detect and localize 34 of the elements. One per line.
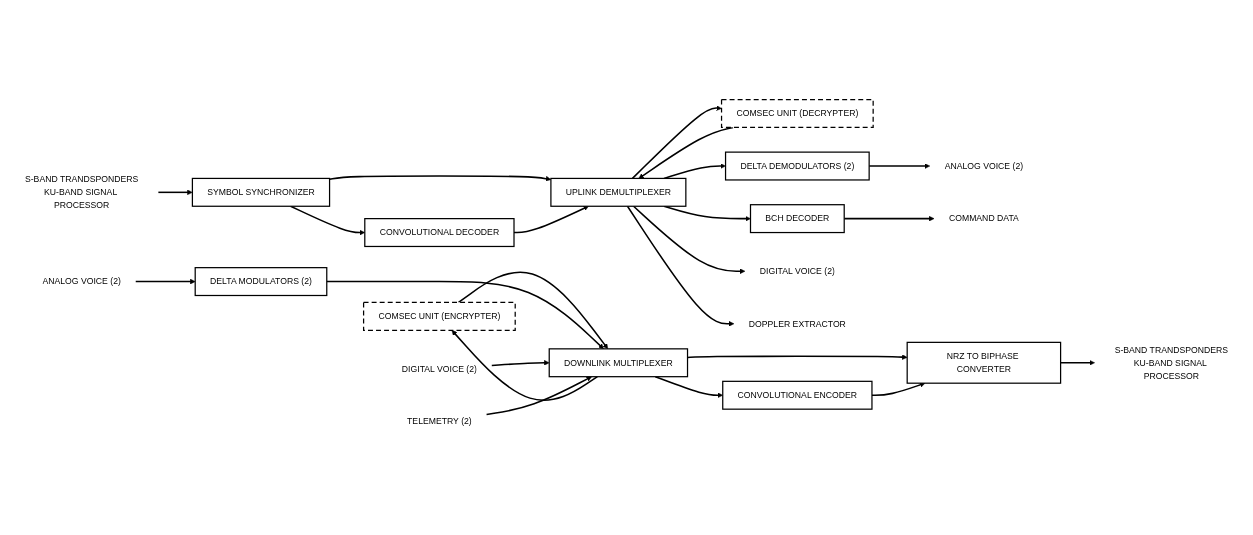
node-box: DOWNLINK MULTIPLEXER <box>548 348 689 378</box>
node-box: BCH DECODER <box>749 204 845 234</box>
node-box: DELTA DEMODULATORS (2) <box>724 151 870 181</box>
node-text: S-BAND TRANDSPONDERS KU-BAND SIGNAL PROCESSOR <box>1114 344 1229 381</box>
arrow <box>451 330 599 401</box>
arrow <box>632 205 746 274</box>
arrow <box>326 280 604 350</box>
node-text: COMMAND DATA <box>948 213 1019 224</box>
node-text: ANALOG VOICE (2) <box>944 160 1024 171</box>
node-box: COMSEC UNIT (ENCRYPTER) <box>363 301 516 331</box>
arrow <box>328 175 552 182</box>
arrow <box>654 375 723 398</box>
node-box: SYMBOL SYNCHRONIZER <box>191 177 331 207</box>
node-text: ANALOG VOICE (2) <box>42 276 121 287</box>
node-text: DIGITAL VOICE (2) <box>401 363 477 374</box>
arrow <box>457 271 609 350</box>
arrow <box>157 189 193 196</box>
node-text: TELEMETRY (2) <box>407 416 472 427</box>
node-box: CONVOLUTIONAL DECODER <box>364 218 515 248</box>
node-text: DIGITAL VOICE (2) <box>759 265 835 276</box>
node-text: DOPPLER EXTRACTOR <box>748 318 846 329</box>
arrow <box>663 163 726 180</box>
arrow <box>134 278 196 285</box>
node-box: DELTA MODULATORS (2) <box>194 267 328 297</box>
arrow <box>626 205 735 327</box>
node-box: CONVOLUTIONAL ENCODER <box>722 380 873 410</box>
node-box: NRZ TO BIPHASE CONVERTER <box>906 341 1062 384</box>
arrow <box>631 105 722 180</box>
node-text: S-BAND TRANDSPONDERS KU-BAND SIGNAL PROCESSOR <box>24 174 139 210</box>
node-box: COMSEC UNIT (DECRYPTER) <box>720 98 874 128</box>
node-box: UPLINK DEMULTIPLEXER <box>550 177 687 207</box>
arrow <box>871 382 926 397</box>
arrow <box>485 376 592 416</box>
arrow <box>491 360 550 367</box>
